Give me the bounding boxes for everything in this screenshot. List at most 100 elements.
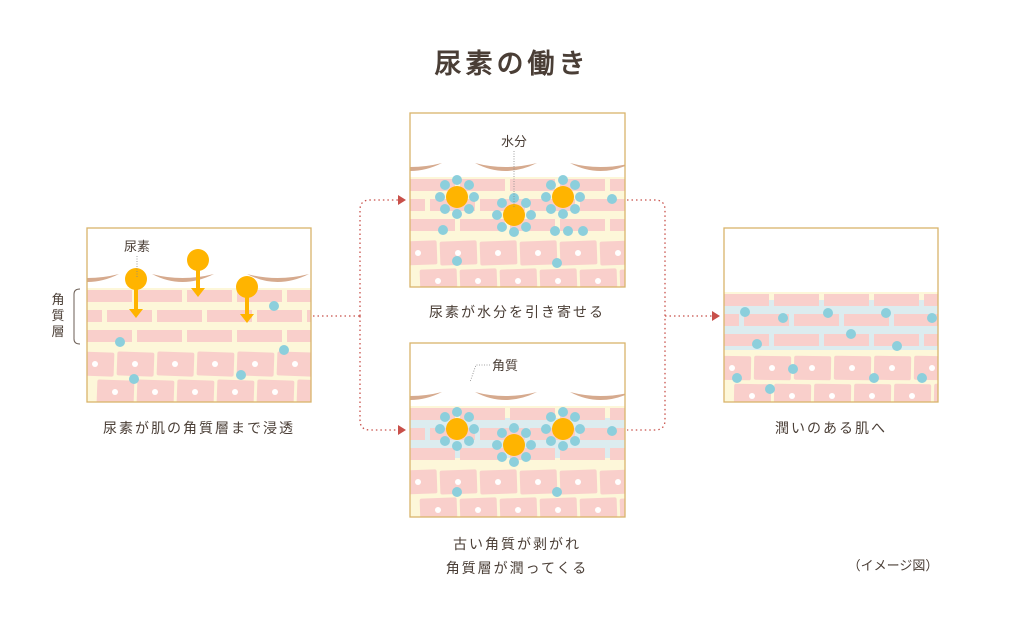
water-droplet: [452, 441, 462, 451]
water-droplet: [558, 175, 568, 185]
cell-nucleus: [829, 393, 835, 399]
cell-nucleus: [252, 361, 258, 367]
cell-nucleus: [615, 250, 621, 256]
cell-nucleus: [929, 365, 935, 371]
corneum-cell: [724, 334, 769, 346]
cell-nucleus: [849, 365, 855, 371]
water-droplet: [823, 308, 833, 318]
water-droplet: [509, 193, 519, 203]
corneum-cell: [794, 314, 839, 326]
water-droplet: [129, 374, 139, 384]
cell-nucleus: [292, 361, 298, 367]
corneum-cell: [87, 330, 132, 342]
urea-molecule: [125, 268, 147, 290]
water-droplet: [558, 209, 568, 219]
cell-nucleus: [475, 507, 481, 513]
cell-nucleus: [455, 479, 461, 485]
panel-content: [87, 228, 318, 402]
water-droplet: [115, 337, 125, 347]
water-droplet: [492, 210, 502, 220]
urea-molecule: [236, 276, 258, 298]
corneum-cell: [924, 334, 938, 346]
corneum-cell: [580, 428, 625, 440]
arrowheads: [398, 195, 720, 435]
water-droplet: [541, 424, 551, 434]
corneum-cell: [560, 448, 605, 460]
water-droplet: [464, 411, 475, 422]
layer-label-char: 質: [51, 309, 64, 324]
cell-nucleus: [132, 361, 138, 367]
cell-nucleus: [455, 250, 461, 256]
urea-molecule: [446, 186, 468, 208]
corneum-cell: [774, 294, 819, 306]
cell-nucleus: [515, 278, 521, 284]
corneum-cell: [824, 294, 869, 306]
bracket: [73, 288, 81, 345]
corneum-cell: [410, 428, 425, 440]
water-droplet: [740, 307, 750, 317]
label-water: 水分: [501, 135, 527, 150]
water-droplet: [452, 407, 462, 417]
corneum-cell: [610, 219, 625, 231]
cell-nucleus: [809, 365, 815, 371]
cell-nucleus: [615, 479, 621, 485]
corneum-cell: [610, 448, 625, 460]
cell-nucleus: [92, 361, 98, 367]
water-droplet: [439, 204, 450, 215]
urea-molecule: [503, 434, 525, 456]
water-droplet: [496, 197, 507, 208]
corneum-cell: [610, 179, 625, 191]
water-droplet: [521, 222, 532, 233]
corneum-cell: [157, 310, 202, 322]
caption-attract: 尿素が水分を引き寄せる: [429, 304, 605, 321]
water-droplet: [439, 411, 450, 422]
cell-nucleus: [909, 393, 915, 399]
panel-content: [410, 343, 641, 517]
cell-nucleus: [949, 393, 955, 399]
water-droplet: [732, 373, 742, 383]
cell-nucleus: [272, 389, 278, 395]
cell-nucleus: [192, 389, 198, 395]
water-droplet: [452, 487, 462, 497]
panel-content: [724, 228, 955, 402]
cell-nucleus: [415, 479, 421, 485]
panel-frame: [409, 342, 626, 518]
caption-penetrate: 尿素が肌の角質層まで浸透: [103, 421, 295, 437]
cell-nucleus: [312, 389, 318, 395]
cell-nucleus: [232, 389, 238, 395]
water-droplet: [570, 179, 581, 190]
water-droplet: [526, 440, 536, 450]
water-droplet: [765, 384, 775, 394]
page-title: 尿素の働き: [435, 49, 590, 80]
corneum-cell: [87, 310, 102, 322]
corneum-cell: [610, 408, 625, 420]
water-droplet: [464, 436, 475, 447]
caption-result: 潤いのある肌へ: [775, 421, 887, 437]
water-droplet: [509, 457, 519, 467]
corneum-cell: [257, 310, 302, 322]
arrow-down-icon: [129, 309, 143, 318]
urea-molecule: [503, 204, 525, 226]
water-droplet: [570, 411, 581, 422]
layer-label-char: 層: [51, 325, 64, 340]
arrowhead-icon: [712, 311, 720, 321]
cell-nucleus: [555, 507, 561, 513]
corneum-cell: [307, 310, 311, 322]
water-droplet: [545, 179, 556, 190]
corneum-cell: [774, 334, 819, 346]
corneum-cell: [510, 179, 555, 191]
image-note: （イメージ図）: [848, 559, 939, 574]
layer-label: 角 質 層: [51, 288, 81, 345]
corneum-cell: [237, 330, 282, 342]
water-droplet: [452, 256, 462, 266]
corneum-cell: [844, 314, 889, 326]
cell-nucleus: [635, 507, 641, 513]
urea-molecule: [446, 418, 468, 440]
skin-scale: [87, 274, 119, 282]
cell-nucleus: [435, 278, 441, 284]
skin-scale: [410, 163, 442, 171]
cell-nucleus: [152, 389, 158, 395]
water-droplet: [778, 313, 788, 323]
skin-scale: [570, 392, 625, 400]
water-droplet: [435, 192, 445, 202]
